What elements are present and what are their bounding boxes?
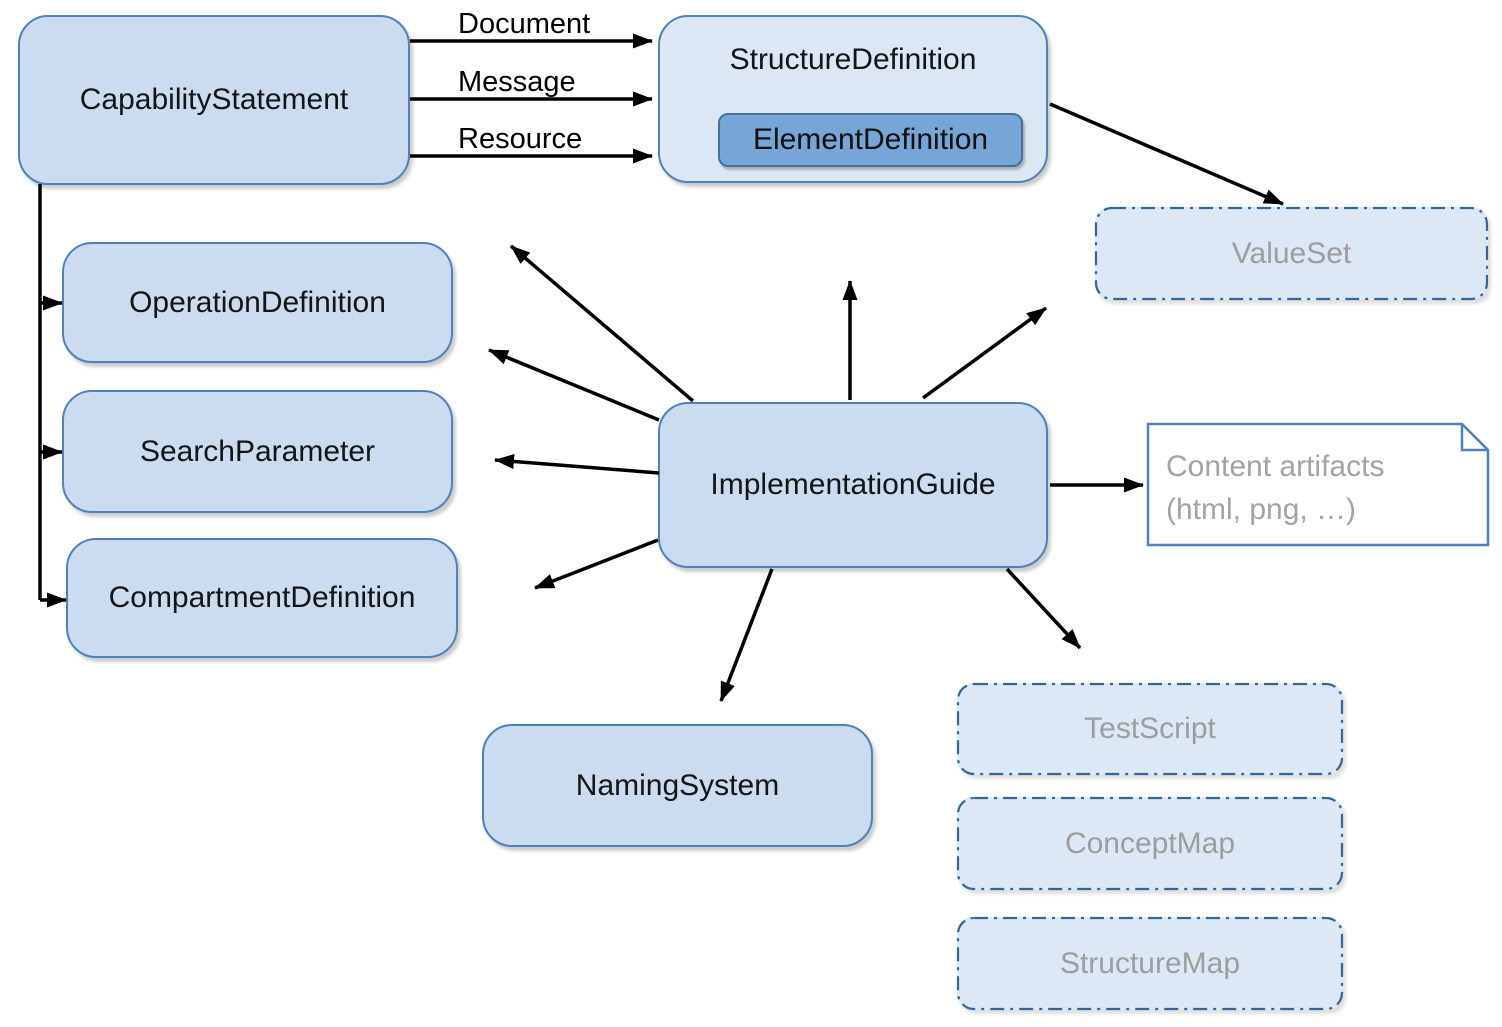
node-label: TestScript (1084, 712, 1216, 745)
node-label: ImplementationGuide (710, 468, 996, 501)
node-test-script: TestScript (957, 683, 1343, 775)
node-element-definition: ElementDefinition (718, 113, 1023, 167)
node-implementation-guide: ImplementationGuide (658, 402, 1048, 568)
edge-ig-left (494, 454, 660, 475)
node-label: ValueSet (1231, 236, 1352, 270)
node-structure-map: StructureMap (957, 917, 1343, 1010)
node-label: CapabilityStatement (79, 83, 349, 116)
node-label: ElementDefinition (752, 123, 989, 156)
edge-ig-upright (921, 306, 1048, 400)
node-label: StructureMap (1059, 946, 1241, 980)
node-capability-statement: CapabilityStatement (18, 15, 410, 185)
edge-label-document: Document (458, 8, 591, 40)
edge-ig-namingsystem (719, 568, 774, 702)
node-concept-map: ConceptMap (957, 797, 1343, 890)
edge-ig-upleft (488, 348, 660, 422)
node-label: NamingSystem (575, 768, 780, 802)
node-compartment-definition: CompartmentDefinition (66, 538, 458, 658)
edge-label-message: Message (458, 66, 576, 98)
content-artifacts-line1: Content artifacts (1166, 450, 1385, 483)
node-label: CompartmentDefinition (108, 581, 416, 614)
node-naming-system: NamingSystem (482, 724, 873, 847)
node-label: SearchParameter (139, 434, 376, 468)
node-operation-definition: OperationDefinition (62, 242, 453, 363)
node-value-set: ValueSet (1095, 207, 1488, 300)
node-label: ConceptMap (1064, 826, 1236, 860)
edge-structuredefinition-valueset (1049, 102, 1284, 206)
edge-ig-downright (1005, 567, 1082, 650)
edge-label-resource: Resource (458, 123, 583, 155)
node-label: OperationDefinition (129, 285, 386, 319)
content-artifacts-line2: (html, png, …) (1166, 492, 1357, 526)
edge-ig-upleft-long (509, 244, 695, 403)
content-artifacts-label: Content artifacts (html, png, …) (1166, 446, 1384, 531)
node-label: StructureDefinition (729, 43, 977, 76)
edge-ig-downleft (534, 538, 659, 590)
node-search-parameter: SearchParameter (62, 390, 453, 513)
